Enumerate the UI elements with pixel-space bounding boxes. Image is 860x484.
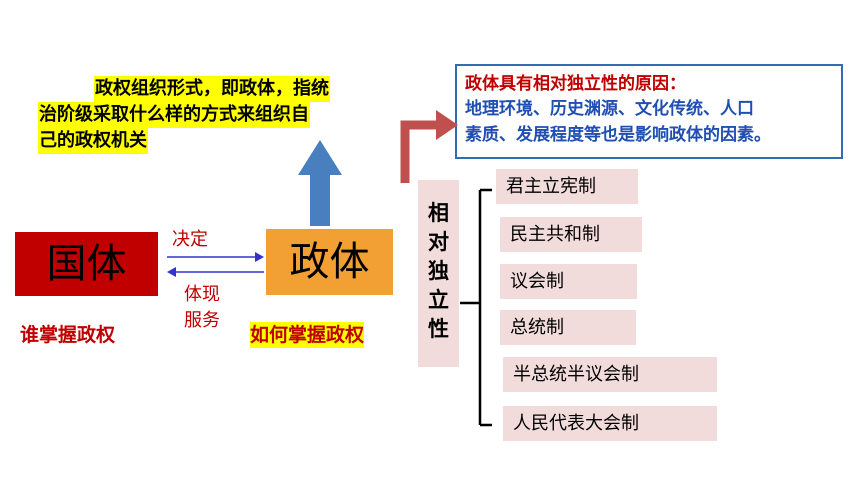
elbow-arrow-line (400, 120, 438, 183)
system-item-semi-presidential: 半总统半议会制 (503, 357, 717, 392)
state-system-box: 国体 (15, 232, 158, 296)
definition-line-2: 治阶级采取什么样的方式来组织自 (38, 102, 310, 128)
system-item-parliamentary: 议会制 (500, 264, 637, 299)
reason-title: 政体具有相对独立性的原因： (465, 74, 686, 94)
elbow-arrow-head (436, 110, 458, 140)
reflects-arrow-head (167, 267, 176, 277)
system-item-democratic-republic: 民主共和制 (500, 217, 642, 252)
independence-char: 相 (428, 201, 449, 225)
definition-line-1: 政权组织形式，即政体，指统 (94, 76, 330, 102)
state-system-caption: 谁掌握政权 (20, 324, 116, 346)
government-form-box: 政体 (266, 229, 393, 295)
government-form-caption: 如何掌握政权 (250, 322, 365, 348)
system-item-constitutional-monarchy: 君主立宪制 (496, 169, 638, 204)
independence-char: 对 (428, 230, 449, 254)
reason-body-line-1: 地理环境、历史渊源、文化传统、人口 (465, 99, 754, 119)
relative-independence-box: 相 对 独 立 性 (418, 180, 459, 367)
reflects-label-line-2: 服务 (184, 310, 220, 331)
system-item-presidential: 总统制 (500, 310, 636, 345)
definition-line-3: 己的政权机关 (38, 128, 148, 154)
independence-reason-box: 政体具有相对独立性的原因： 地理环境、历史渊源、文化传统、人口 素质、发展程度等… (455, 64, 843, 159)
reflects-label: 体现 服务 (184, 282, 220, 334)
decides-label: 决定 (172, 229, 208, 250)
system-item-peoples-congress: 人民代表大会制 (503, 406, 717, 441)
up-arrow (298, 140, 342, 226)
government-form-definition: 政权组织形式，即政体，指统 治阶级采取什么样的方式来组织自 己的政权机关 (38, 76, 370, 154)
independence-char: 立 (428, 288, 449, 312)
decides-arrow-head (255, 252, 264, 262)
independence-char: 性 (428, 317, 449, 341)
reason-body-line-2: 素质、发展程度等也是影响政体的因素。 (465, 125, 771, 145)
independence-char: 独 (428, 259, 449, 283)
reflects-label-line-1: 体现 (184, 284, 220, 305)
